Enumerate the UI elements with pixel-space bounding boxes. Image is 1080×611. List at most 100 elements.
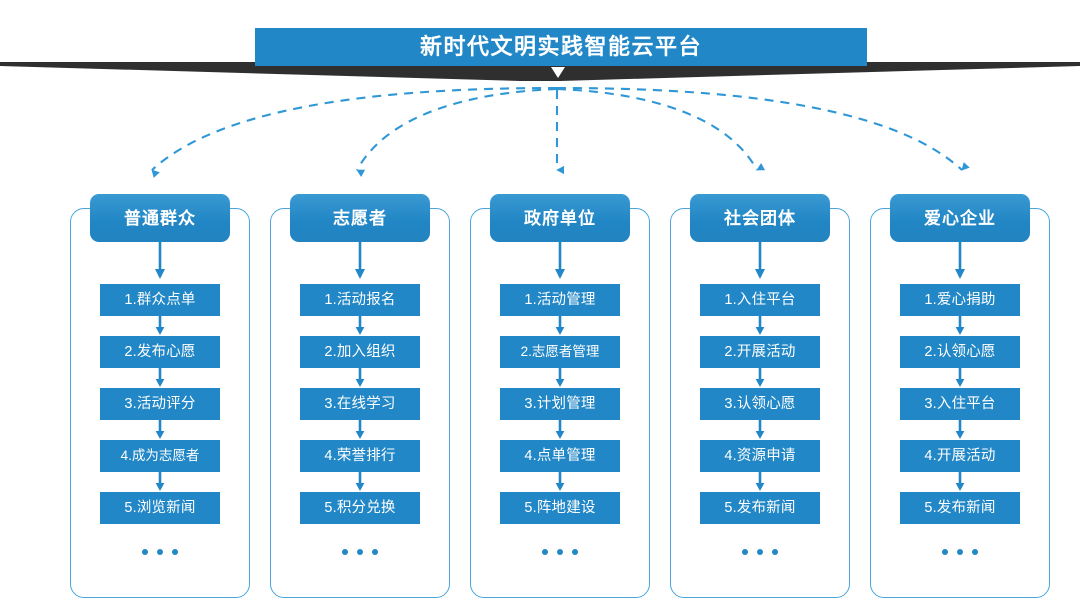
ellipsis-dot	[572, 549, 578, 555]
column-title: 普通群众	[124, 208, 196, 228]
column-header-card[interactable]: 爱心企业	[890, 194, 1030, 242]
step-arrow-icon	[555, 472, 565, 491]
column-zhengfu-danwei[interactable]: 政府单位 1.活动管理 2.志愿者管理	[470, 194, 650, 598]
flow-item[interactable]: 1.入住平台	[700, 284, 820, 316]
flow-item-label: 1.入住平台	[724, 291, 796, 308]
flow-item[interactable]: 3.计划管理	[500, 388, 620, 420]
step-arrow-icon	[755, 316, 765, 335]
flow-item[interactable]: 3.在线学习	[300, 388, 420, 420]
column-title: 爱心企业	[924, 208, 996, 228]
ellipsis-dot	[557, 549, 563, 555]
banner-bar: 新时代文明实践智能云平台	[255, 28, 867, 66]
flow-item-label: 1.爱心捐助	[924, 291, 996, 308]
flow-item[interactable]: 3.入住平台	[900, 388, 1020, 420]
column-zhiyuanzhe[interactable]: 志愿者 1.活动报名 2.加入组织	[270, 194, 450, 598]
flow-item-label: 4.荣誉排行	[324, 447, 396, 464]
flow-item-label: 2.加入组织	[324, 343, 396, 360]
step-arrow-icon	[355, 316, 365, 335]
flow-item-label: 4.开展活动	[924, 447, 996, 464]
ellipsis-dot	[542, 549, 548, 555]
more-items-ellipsis	[300, 542, 420, 562]
ellipsis-dot	[957, 549, 963, 555]
column-title: 社会团体	[724, 208, 796, 228]
step-arrow-icon	[555, 316, 565, 335]
flow-item-label: 4.点单管理	[524, 447, 596, 464]
flow-item[interactable]: 5.浏览新闻	[100, 492, 220, 524]
step-arrow-icon	[755, 420, 765, 439]
flow-item[interactable]: 4.开展活动	[900, 440, 1020, 472]
flow-item-label: 5.发布新闻	[724, 499, 796, 516]
step-arrow-icon	[155, 420, 165, 439]
flow-item[interactable]: 5.积分兑换	[300, 492, 420, 524]
column-body: 1.爱心捐助 2.认领心愿 3.入住平台	[870, 242, 1050, 598]
ellipsis-dot	[342, 549, 348, 555]
flow-item[interactable]: 1.活动管理	[500, 284, 620, 316]
column-body: 1.活动报名 2.加入组织 3.在线学习	[270, 242, 450, 598]
step-arrow-icon	[955, 472, 965, 491]
column-header-card[interactable]: 普通群众	[90, 194, 230, 242]
column-header-card[interactable]: 志愿者	[290, 194, 430, 242]
flow-item[interactable]: 1.爱心捐助	[900, 284, 1020, 316]
flow-item-label: 1.群众点单	[124, 291, 196, 308]
flow-item[interactable]: 2.开展活动	[700, 336, 820, 368]
more-items-ellipsis	[100, 542, 220, 562]
step-arrow-icon	[955, 368, 965, 387]
ellipsis-dot	[357, 549, 363, 555]
flow-item[interactable]: 4.点单管理	[500, 440, 620, 472]
ellipsis-dot	[142, 549, 148, 555]
flow-item-label: 1.活动报名	[324, 291, 396, 308]
lead-arrow-icon	[555, 242, 565, 279]
flow-item[interactable]: 2.认领心愿	[900, 336, 1020, 368]
step-arrow-icon	[755, 472, 765, 491]
flow-item[interactable]: 4.资源申请	[700, 440, 820, 472]
more-items-ellipsis	[700, 542, 820, 562]
flow-item-label: 5.阵地建设	[524, 499, 596, 516]
step-arrow-icon	[555, 368, 565, 387]
column-title: 政府单位	[524, 208, 596, 228]
ellipsis-dot	[157, 549, 163, 555]
flow-item[interactable]: 1.群众点单	[100, 284, 220, 316]
flow-item-label: 5.积分兑换	[324, 499, 396, 516]
column-putong-qunzhong[interactable]: 普通群众 1.群众点单 2.发布心愿	[70, 194, 250, 598]
step-arrow-icon	[355, 368, 365, 387]
ellipsis-dot	[372, 549, 378, 555]
column-aixin-qiye[interactable]: 爱心企业 1.爱心捐助 2.认领心愿	[870, 194, 1050, 598]
platform-banner: 新时代文明实践智能云平台	[0, 0, 1080, 95]
flow-item[interactable]: 3.活动评分	[100, 388, 220, 420]
flow-item[interactable]: 4.成为志愿者	[100, 440, 220, 472]
page-title: 新时代文明实践智能云平台	[419, 34, 702, 59]
step-arrow-icon	[955, 316, 965, 335]
flow-item-label: 3.活动评分	[124, 395, 196, 412]
column-shehui-tuanti[interactable]: 社会团体 1.入住平台 2.开展活动	[670, 194, 850, 598]
column-header-card[interactable]: 社会团体	[690, 194, 830, 242]
flow-item[interactable]: 5.阵地建设	[500, 492, 620, 524]
column-title: 志愿者	[333, 208, 387, 228]
step-arrow-icon	[155, 316, 165, 335]
step-arrow-icon	[755, 368, 765, 387]
lead-arrow-icon	[755, 242, 765, 279]
flow-item-label: 2.认领心愿	[924, 343, 996, 360]
lead-arrow-icon	[155, 242, 165, 279]
ellipsis-dot	[772, 549, 778, 555]
flow-item-label: 3.认领心愿	[724, 395, 796, 412]
flow-item[interactable]: 3.认领心愿	[700, 388, 820, 420]
step-arrow-icon	[355, 472, 365, 491]
flow-item-label: 2.发布心愿	[124, 343, 196, 360]
flow-item[interactable]: 5.发布新闻	[900, 492, 1020, 524]
flow-item[interactable]: 2.发布心愿	[100, 336, 220, 368]
flow-item-label: 2.开展活动	[724, 343, 796, 360]
flow-item[interactable]: 2.加入组织	[300, 336, 420, 368]
flow-item-label: 3.计划管理	[524, 395, 596, 412]
ellipsis-dot	[757, 549, 763, 555]
step-arrow-icon	[155, 368, 165, 387]
flow-item[interactable]: 2.志愿者管理	[500, 336, 620, 368]
flow-item[interactable]: 4.荣誉排行	[300, 440, 420, 472]
flow-item[interactable]: 5.发布新闻	[700, 492, 820, 524]
flow-item-label: 4.资源申请	[724, 447, 796, 464]
flow-item-label: 3.入住平台	[924, 395, 996, 412]
ellipsis-dot	[742, 549, 748, 555]
flow-item[interactable]: 1.活动报名	[300, 284, 420, 316]
column-header-card[interactable]: 政府单位	[490, 194, 630, 242]
